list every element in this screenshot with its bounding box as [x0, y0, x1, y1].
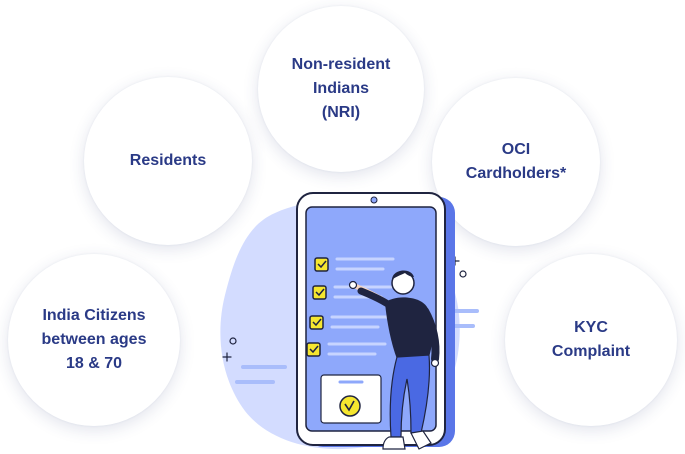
- list-item: [309, 315, 390, 330]
- decor-circle: [229, 337, 237, 345]
- checklist: [306, 257, 395, 357]
- bubble-residents-label: Residents: [129, 152, 207, 169]
- bubble-oci-label: OCI Cardholders*: [465, 141, 567, 182]
- checkbox-checked-icon: [306, 342, 321, 357]
- bubble-kyc-label: KYC Complaint: [551, 319, 631, 360]
- bubble-nri-label: Non-resident Indians (NRI): [291, 56, 391, 121]
- bubble-india-citizens-label: India Citizens between ages 18 & 70: [41, 307, 147, 372]
- bubble-nri: Non-resident Indians (NRI): [258, 6, 424, 172]
- checkbox-checked-icon: [309, 315, 324, 330]
- list-item: [314, 257, 395, 272]
- list-item: [306, 342, 387, 357]
- confirm-check-icon: [339, 395, 361, 417]
- bubble-oci: OCI Cardholders*: [432, 78, 600, 246]
- person-pointing-icon: [348, 270, 440, 450]
- checkbox-checked-icon: [312, 285, 327, 300]
- smartphone-checklist-illustration: [220, 192, 479, 450]
- checkbox-checked-icon: [314, 257, 329, 272]
- bubble-india-citizens: India Citizens between ages 18 & 70: [8, 254, 180, 426]
- bubble-residents: Residents: [84, 77, 252, 245]
- phone-camera: [370, 196, 378, 204]
- decor-circle: [459, 270, 467, 278]
- bubble-kyc: KYC Complaint: [505, 254, 677, 426]
